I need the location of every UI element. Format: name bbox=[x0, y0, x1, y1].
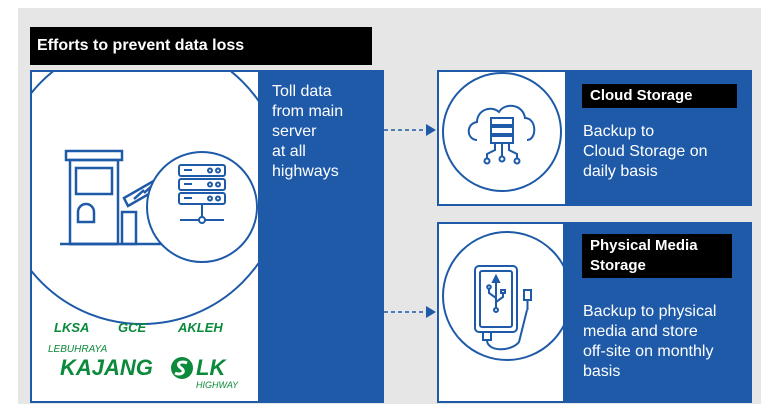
logo-gce: GCE bbox=[118, 320, 147, 335]
highway-logos-row: LKSA GCE AKLEH bbox=[50, 318, 250, 340]
cloud-storage-title: Cloud Storage bbox=[582, 84, 737, 108]
source-text: Toll data from main server at all highwa… bbox=[272, 83, 344, 180]
cloud-storage-card: Cloud Storage Backup to Cloud Storage on… bbox=[437, 70, 752, 206]
physical-media-title: Physical Media Storage bbox=[582, 234, 732, 278]
logo-lksa: LKSA bbox=[54, 320, 90, 335]
page-title: Efforts to prevent data loss bbox=[30, 27, 372, 65]
usb-icon-box bbox=[437, 222, 565, 403]
large-circle bbox=[32, 72, 258, 325]
cloud-server-icon bbox=[467, 104, 536, 165]
server-icon bbox=[178, 164, 226, 224]
flow-arrows bbox=[384, 124, 436, 318]
physical-media-card: Physical Media Storage Backup to physica… bbox=[437, 222, 752, 403]
arrow-to-physical bbox=[384, 306, 436, 318]
arrow-to-cloud bbox=[384, 124, 436, 136]
silk-s-icon bbox=[171, 357, 193, 379]
toll-booth-icon bbox=[60, 149, 170, 246]
toll-plaza-illustration bbox=[32, 72, 258, 325]
kajang-silk-logo: LEBUHRAYA KAJANG LK HIGHWAY bbox=[48, 344, 239, 390]
usb-drive-icon bbox=[474, 265, 532, 351]
toll-plaza-box: LKSA GCE AKLEH LEBUHRAYA KAJANG LK HIGHW… bbox=[30, 70, 260, 403]
cloud-icon-box bbox=[437, 70, 567, 206]
physical-media-description: Backup to physical media and store off-s… bbox=[583, 303, 717, 380]
source-panel: Toll data from main server at all highwa… bbox=[258, 70, 384, 403]
cloud-storage-description: Backup to Cloud Storage on daily basis bbox=[583, 123, 708, 180]
logo-akleh: AKLEH bbox=[178, 320, 223, 335]
